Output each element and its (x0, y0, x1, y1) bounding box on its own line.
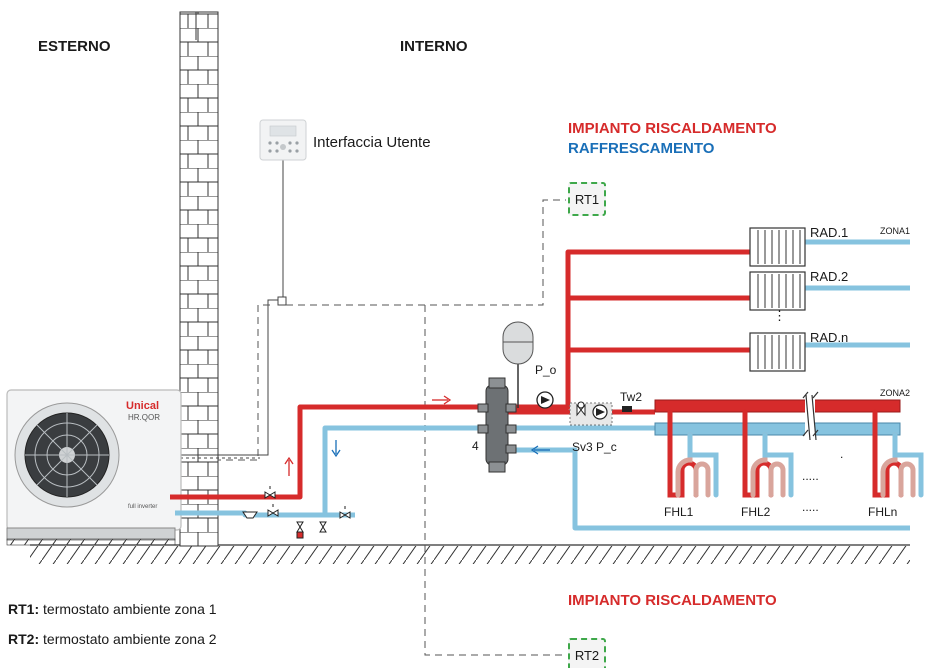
radiator-dots: ⋮ (773, 308, 786, 323)
legend-rt2-text: termostato ambiente zona 2 (39, 631, 217, 647)
ground-line (30, 544, 910, 564)
radiator-n (749, 332, 806, 372)
expansion-vessel (502, 321, 534, 408)
fhl2-label: FHL2 (741, 505, 771, 519)
radiator-1-label: RAD.1 (810, 225, 849, 240)
floor-dots-upper: ..... (802, 469, 819, 483)
legend-rt1-text: termostato ambiente zona 1 (39, 601, 217, 617)
control-cable (180, 160, 287, 459)
rt1-label: RT1 (574, 191, 600, 207)
floor-dot-single: . (840, 447, 844, 461)
rt1-box: RT1 (568, 182, 606, 216)
floor-loops (667, 409, 924, 498)
radiator-1 (749, 227, 806, 267)
hydraulic-separator (477, 377, 517, 473)
floor-collector-cold (654, 422, 901, 436)
zone2-label: ZONA2 (880, 388, 911, 398)
pump-p-o-label: P_o (535, 363, 557, 377)
floor-dots-lower: ..... (802, 500, 819, 514)
outside-label: ESTERNO (38, 38, 111, 55)
legend-rt1: RT1: termostato ambiente zona 1 (8, 601, 217, 617)
outdoor-unit (6, 389, 182, 546)
legend-rt2: RT2: termostato ambiente zona 2 (8, 631, 217, 647)
separator-number: 4 (472, 439, 479, 453)
fhln-label: FHLn (868, 505, 898, 519)
pump-p-o (536, 391, 554, 409)
tw2-sensor (622, 406, 632, 412)
rt2-box: RT2 (568, 638, 606, 668)
unit-badge: full inverter (128, 504, 158, 510)
dashed-wiring (218, 199, 566, 656)
legend-rt1-key: RT1: (8, 601, 40, 617)
radiator-2-label: RAD.2 (810, 269, 849, 284)
rt2-label: RT2 (574, 647, 600, 663)
collector-breaks (802, 391, 819, 441)
brick-wall (179, 11, 219, 547)
mixing-group (569, 401, 613, 426)
zone1-label: ZONA1 (880, 226, 911, 236)
unit-model: HR.QOR (128, 413, 160, 422)
tw2-label: Tw2 (620, 390, 643, 404)
radiator-2 (749, 271, 806, 311)
unit-brand: Unical (126, 400, 160, 412)
cooling-title: RAFFRESCAMENTO (568, 140, 715, 157)
heating-title-bottom: IMPIANTO RISCALDAMENTO (568, 592, 777, 609)
user-interface-device (259, 119, 307, 161)
fhl1-label: FHL1 (664, 505, 694, 519)
user-interface-label: Interfaccia Utente (313, 134, 431, 151)
radiator-n-label: RAD.n (810, 330, 849, 345)
sv3-pc-label: Sv3 P_c (572, 440, 617, 454)
legend-rt2-key: RT2: (8, 631, 40, 647)
inside-label: INTERNO (400, 38, 468, 55)
floor-collector-hot (654, 399, 901, 413)
heating-title-top: IMPIANTO RISCALDAMENTO (568, 120, 777, 137)
flow-arrows (284, 395, 550, 476)
valves (242, 486, 351, 539)
